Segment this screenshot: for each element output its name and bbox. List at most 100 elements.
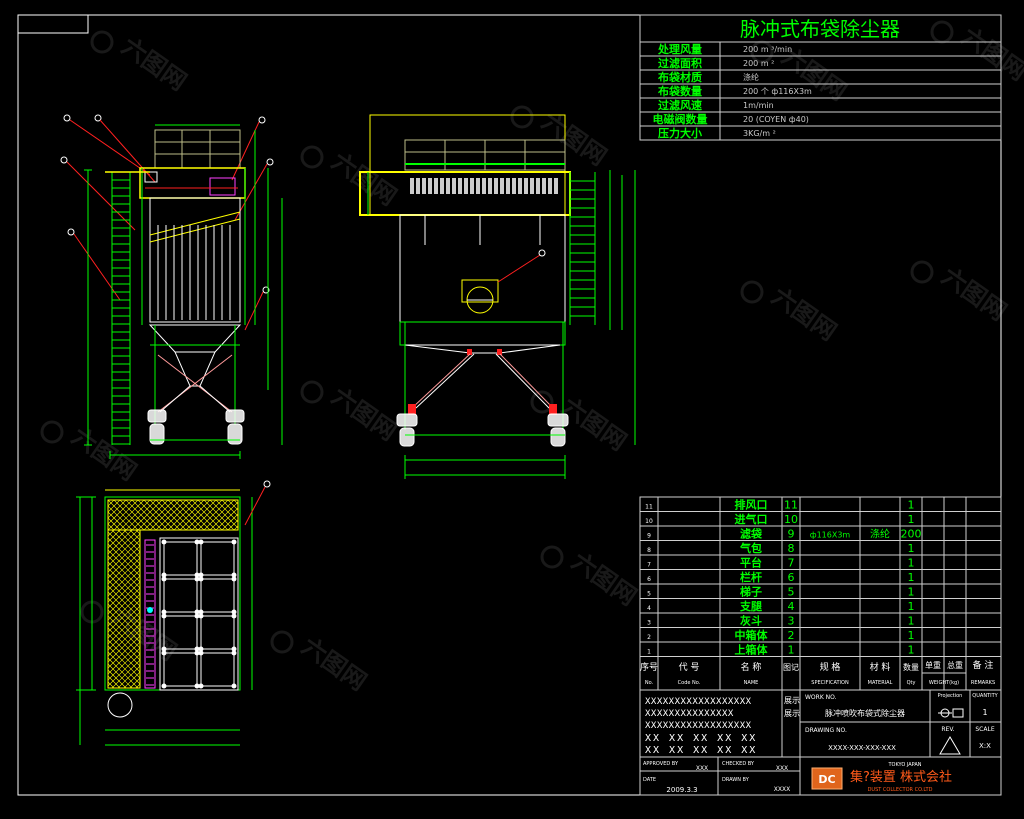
parts-row-mark: 10 <box>784 513 798 526</box>
side-balloons-line <box>69 119 151 176</box>
spec-value: 200 个 ф116X3m <box>743 87 812 96</box>
hatch-line <box>107 575 141 609</box>
parts-row-mark: 8 <box>788 542 795 555</box>
watermark-logo-icon <box>530 390 554 414</box>
spec-label: 处理风量 <box>657 42 702 56</box>
tb-scale-label: SCALE <box>975 726 994 733</box>
hatch-line <box>129 677 141 689</box>
bag-cell-node <box>161 683 167 689</box>
parts-row-no: 5 <box>647 591 651 598</box>
bag-cell-node <box>231 683 237 689</box>
front-bag-heads <box>410 178 558 194</box>
side-filter-bags <box>157 225 231 320</box>
front-ladder <box>569 172 596 325</box>
watermark-text: 六图网 <box>327 147 402 211</box>
parts-row-qty: 1 <box>908 513 915 526</box>
hatch-line <box>107 669 127 689</box>
bag-head <box>524 178 528 194</box>
side-legs-line <box>199 385 231 413</box>
plan-hatching <box>107 499 239 689</box>
drawing-frame <box>17 14 1002 796</box>
bag-cell-node <box>198 572 204 578</box>
bag-cell <box>200 578 235 613</box>
tb-rev-label: REV. <box>941 726 954 733</box>
hatch-line <box>107 599 141 633</box>
bag-head <box>512 178 516 194</box>
bag-head <box>458 178 462 194</box>
bag-cell-node <box>194 576 200 582</box>
front-pipes <box>424 215 541 245</box>
hatch-line <box>107 675 121 689</box>
bag-cell-node <box>198 539 204 545</box>
hatch-line <box>107 653 141 687</box>
hatch-line <box>107 531 141 565</box>
header-no-en: No. <box>645 680 654 686</box>
tb-x-line-4: XX XX XX XX XX <box>645 733 757 744</box>
parts-row-no: 8 <box>647 547 651 554</box>
side-balloons-circle <box>258 116 266 124</box>
hatch-line <box>107 551 141 585</box>
front-hopper-polygon <box>404 344 561 354</box>
watermark-logo-icon <box>300 145 324 169</box>
hatch-line <box>107 627 141 661</box>
bag-cell-node <box>161 572 167 578</box>
bag-head <box>476 178 480 194</box>
hatch-line <box>107 517 121 531</box>
side-balloons-circle <box>262 286 270 294</box>
header-total-weight-cn: 总重 <box>947 660 963 670</box>
side-body <box>141 168 246 325</box>
hatch-line <box>221 499 239 517</box>
spec-value: 200 m ² <box>743 59 774 68</box>
side-balloons <box>60 114 274 331</box>
watermark-logo-icon <box>540 545 564 569</box>
plan-outlet-circle <box>107 692 133 718</box>
parts-row-qty: 1 <box>908 629 915 642</box>
hatch-line <box>107 529 139 561</box>
parts-row-qty: 1 <box>908 542 915 555</box>
side-body-line <box>149 218 241 243</box>
hatch-line <box>203 499 235 531</box>
side-feet <box>147 409 245 445</box>
watermark-text: 六图网 <box>767 282 842 346</box>
parts-row-spec: ф116X3m <box>810 531 851 540</box>
tb-work-name: 脉冲喷吹布袋式除尘器 <box>825 708 905 718</box>
side-upper-box-rect <box>144 171 158 183</box>
parts-row-qty: 1 <box>908 499 915 512</box>
parts-row-no: 9 <box>647 533 651 540</box>
hatch-line <box>107 511 127 531</box>
parts-row-name: 中箱体 <box>735 628 769 642</box>
front-hopper-rect <box>467 349 472 355</box>
hatch-line <box>107 609 141 643</box>
bag-head <box>452 178 456 194</box>
hatch-line <box>233 499 239 505</box>
parts-row-mark: 1 <box>788 644 795 657</box>
hatch-line <box>107 633 141 667</box>
hatch-line <box>107 579 141 613</box>
hatch-line <box>111 659 141 689</box>
hatch-line <box>107 605 141 639</box>
hatch-line <box>215 507 239 531</box>
spec-value: 1m/min <box>743 101 774 110</box>
parts-row-no: 1 <box>647 649 651 656</box>
tb-x-line-2: XXXXXXXXXXXXXXX <box>645 709 734 719</box>
bag-cell-node <box>231 613 237 619</box>
header-name-cn: 名 称 <box>741 661 762 673</box>
bag-cell <box>163 578 198 613</box>
hatch-line <box>107 499 139 531</box>
bag-head <box>530 178 534 194</box>
hatch-line <box>107 539 141 573</box>
bag-head <box>464 178 468 194</box>
hatch-line <box>107 603 141 637</box>
tb-side-note-2: 展示 <box>784 709 800 718</box>
parts-row-no: 10 <box>645 518 653 525</box>
hatch-line <box>135 529 141 535</box>
hatch-line <box>179 499 211 531</box>
hatch-line <box>227 519 239 531</box>
header-mark-cn: 图记 <box>783 663 799 672</box>
tb-drawn: XXXX <box>774 786 790 793</box>
bag-cell-node <box>161 613 167 619</box>
plan-hatch-top-border <box>107 499 239 531</box>
hatch-line <box>107 563 141 597</box>
side-dimensions <box>84 130 283 459</box>
side-feet-rect <box>149 423 165 445</box>
